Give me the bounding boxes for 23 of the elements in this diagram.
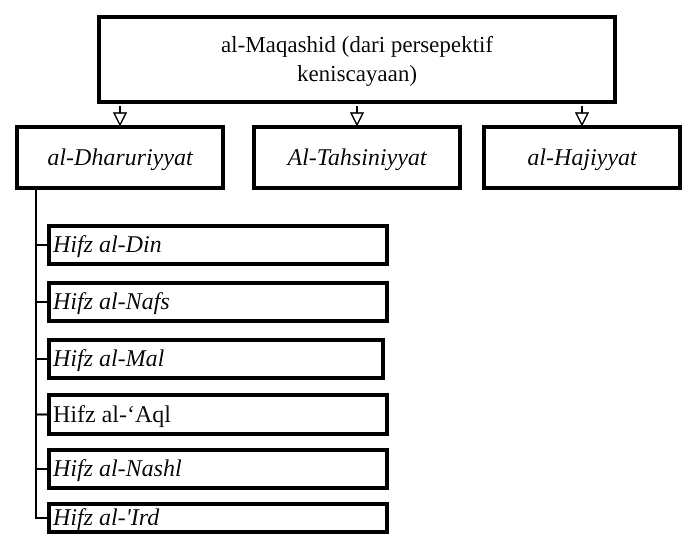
node-label: Hifz al-Nafs <box>53 288 170 317</box>
node-label: al-Dharuriyyat <box>47 144 193 172</box>
category-box <box>47 224 389 266</box>
root-box <box>97 15 617 104</box>
category-box <box>47 281 389 323</box>
category-box <box>47 502 389 534</box>
node-label: al-Hajiyyat <box>527 144 637 172</box>
arrow <box>113 106 127 126</box>
node-label: Hifz al-Mal <box>53 345 164 374</box>
category-box <box>47 393 389 436</box>
category-box <box>482 125 682 190</box>
category-box <box>252 125 462 190</box>
category-box <box>15 125 225 190</box>
category-box <box>47 338 385 380</box>
arrow <box>575 106 589 126</box>
node-label: Hifz al-Din <box>53 231 162 260</box>
arrow <box>350 106 364 126</box>
category-box <box>47 448 389 490</box>
node-label: Hifz al-‘Aql <box>53 400 171 430</box>
node-label: Hifz al-Nashl <box>53 455 182 484</box>
node-label: Hifz al-'Ird <box>53 504 160 533</box>
node-label: Al-Tahsiniyyat <box>287 144 427 172</box>
node-label: al-Maqashid (dari persepektif keniscayaan) <box>220 30 494 88</box>
